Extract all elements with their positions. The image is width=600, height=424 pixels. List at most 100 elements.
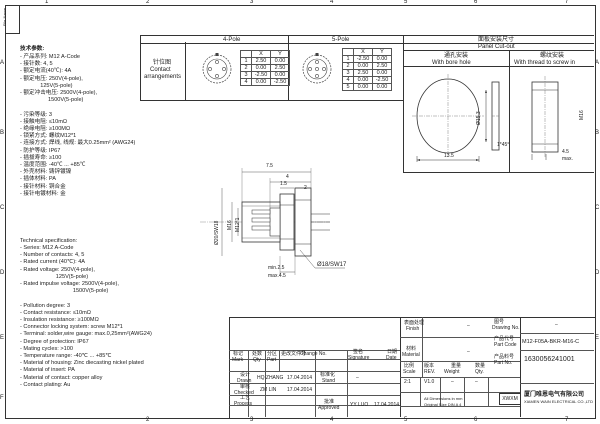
- pin4-face-diagram: [202, 53, 232, 84]
- scale-value: 2:1: [404, 379, 411, 385]
- col-number: 2: [146, 417, 150, 423]
- dim-7-5: 7.5: [266, 163, 273, 169]
- spec-line: - 接针数: 4, 5: [20, 61, 53, 68]
- row-check-en: Checked: [234, 390, 254, 396]
- col-qty-en: Qty: [253, 357, 261, 363]
- drawing-no-cn: 图号: [494, 319, 505, 325]
- dim-1-5: 1.5: [280, 181, 287, 187]
- material-cn: 材料: [406, 346, 417, 352]
- spec-line: 125V(5-pole): [20, 82, 73, 89]
- header-divider: [403, 66, 594, 67]
- table-cell: [342, 48, 354, 56]
- spec-line: - Pollution degree: 3: [20, 302, 71, 309]
- thread-en: With thread to screw in: [514, 60, 576, 66]
- spec-line: - Temperature range: -40℃ ... +85℃: [20, 353, 112, 360]
- pin5-face-diagram: [302, 53, 332, 84]
- spec-line: - Degree of protection: IP67: [20, 338, 89, 345]
- col-number: 7: [565, 417, 569, 423]
- thread-drawing: [531, 76, 559, 160]
- row-std-en: Stand: [322, 378, 336, 384]
- spec-line: - 产品系列: M12 A-Code: [20, 54, 80, 60]
- row-check-cn: 审核: [240, 384, 251, 390]
- spec-cn-list: - 产品系列: M12 A-Code - 接针数: 4, 5 - 额定电流(40…: [20, 54, 135, 198]
- table-cell: -2.50: [353, 55, 373, 63]
- spec-line: - 接针电镀材料: 金: [20, 190, 66, 197]
- dim-max-4-5: max.4.5: [268, 273, 286, 279]
- check-name: ZM LIN: [260, 387, 277, 393]
- col-number: 2: [146, 0, 150, 5]
- row-approve-en: Approved: [318, 405, 340, 411]
- table-cell: -2.50: [270, 78, 290, 86]
- scale-cn: 比例: [404, 363, 415, 369]
- drawing-no-en: Drawing No.: [492, 325, 520, 331]
- table-cell: [240, 50, 252, 58]
- finish-en: Finish: [406, 326, 420, 332]
- spec-line: - Material of insert: PA: [20, 367, 75, 374]
- part-code-en: Part Code: [494, 342, 517, 348]
- row-letter: A: [0, 60, 5, 66]
- finish-cn: 表面处理: [404, 320, 425, 326]
- thread-cn: 螺纹安装: [540, 53, 565, 59]
- row-process-en: Process: [234, 401, 253, 407]
- col-mark-cn: 标记: [233, 351, 244, 357]
- row-letter: E: [0, 335, 5, 341]
- table-cell: 0.00: [372, 83, 392, 91]
- row-letter: B: [595, 130, 600, 136]
- col-number: 3: [250, 0, 254, 5]
- header-divider: [140, 100, 403, 101]
- title-grid-lines: [229, 317, 401, 417]
- col-number: 4: [330, 417, 334, 423]
- material-en: Material: [402, 352, 420, 358]
- table-cell: Y: [372, 48, 392, 56]
- col-part-en: Part: [267, 357, 277, 363]
- row-process-cn: 工艺: [240, 395, 251, 401]
- bore-hole-cn: 通孔安装: [444, 53, 469, 59]
- spec-line: - Rated current (40℃): 4A: [20, 259, 86, 266]
- col-number: 7: [565, 0, 569, 5]
- spec-line: - 额定电流(40℃): 4A: [20, 68, 72, 75]
- qty-cn: 数量: [475, 363, 486, 369]
- company-name-cn: 厦门唯恩电气有限公司: [524, 392, 585, 398]
- spec-line: - 锁紧方式: 螺纹M12*1: [20, 133, 77, 140]
- finish-value: –: [467, 323, 470, 329]
- spec-line: [20, 295, 152, 302]
- table-cell: X: [353, 48, 373, 56]
- table-cell: 2: [342, 62, 354, 70]
- row-design-en: Drawn: [237, 378, 252, 384]
- row-letter: D: [0, 270, 5, 276]
- dim-2: 2: [304, 185, 307, 191]
- bore-hole-en: With bore hole: [432, 60, 471, 66]
- weight-cn: 重量: [451, 363, 462, 369]
- table-cell: -2.50: [372, 76, 392, 84]
- spec-line: - Rated impulse voltage: 2500V(4-pole),: [20, 281, 119, 288]
- weight-value: –: [451, 379, 454, 385]
- scale-en: Scale: [403, 369, 416, 375]
- pin-label-box: [140, 42, 186, 100]
- spec-line: - 绝缘电阻: ≥100MΩ: [20, 126, 71, 133]
- table-cell: 0.00: [353, 76, 373, 84]
- table-cell: 2.50: [270, 64, 290, 72]
- table-cell: 0.00: [251, 64, 271, 72]
- table-cell: 0.00: [372, 69, 392, 77]
- pole4-heading: 4-Pole: [223, 37, 241, 43]
- header-divider: [403, 35, 404, 172]
- table-cell: 0.00: [270, 57, 290, 65]
- table-cell: 2.50: [353, 69, 373, 77]
- dim-min-2-5: min.2.5: [268, 265, 285, 271]
- spec-line: - 连接方式: 焊线, 线规: 最大0.25mm² (AWG24): [20, 140, 136, 147]
- panel-cutout-en: Panel Cut-out: [478, 44, 515, 50]
- panel-cutout-cn: 面板安装尺寸: [478, 37, 515, 43]
- rev-value: V1.0: [424, 379, 435, 385]
- spec-line: [20, 104, 135, 111]
- row-letter: C: [0, 205, 5, 211]
- spec-line: - Series: M12 A-Code: [20, 245, 74, 251]
- company-name-en: XIAMEN WAIN ELECTRICAL CO.,LTD: [524, 399, 593, 404]
- drawing-border: [5, 5, 596, 419]
- spec-line: - Contact plating: Au: [20, 381, 71, 388]
- spec-line: - 额定冲击电压: 2500V(4-pole),: [20, 90, 98, 97]
- header-divider: [403, 50, 594, 51]
- bore-hole-drawing: [412, 74, 500, 162]
- header-divider: [509, 50, 510, 172]
- col-signature-en: Signature: [348, 355, 370, 361]
